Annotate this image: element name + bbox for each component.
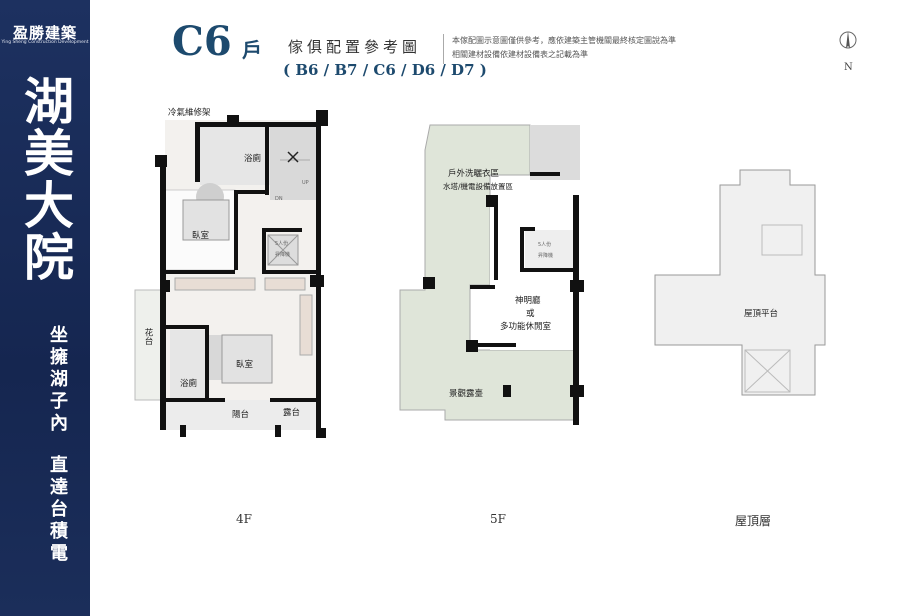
project-name: 湖美大院 (16, 75, 75, 283)
compass-north-label: N (844, 62, 853, 73)
elevator-label-4f: 昇降機 (275, 252, 291, 258)
disclaimer-1: 本傢配圖示意圖僅供參考，應依建築主管機關最終核定圖說為準 (452, 36, 676, 45)
room-label-terrace: 露台 (283, 408, 301, 418)
room-label-laundry: 戶外洗曬衣區 (448, 169, 500, 179)
room-label-bathroom-1: 浴廁 (244, 154, 262, 164)
elevator-label-5f: 昇降機 (538, 253, 554, 259)
unit-title: C6 (172, 18, 232, 65)
room-label-roof-platform: 屋頂平台 (744, 309, 779, 319)
slogan-2: 直達台積電 (47, 455, 68, 565)
plan-roof (654, 169, 826, 396)
floor-label-5f: 5F (490, 512, 506, 526)
page-subtitle: 傢俱配置參考圖 (288, 38, 422, 56)
plan-4f (134, 110, 328, 438)
room-label-equipment: 水塔/機電設備放置區 (443, 182, 514, 191)
elevator-capacity-4f: 5人份 (275, 241, 289, 247)
disclaimer-2: 相關建材設備依建材設備表之記載為準 (452, 50, 588, 59)
unit-suffix: 戶 (242, 38, 262, 62)
room-label-bedroom-1: 臥室 (192, 231, 210, 241)
room-label-bedroom-2: 臥室 (236, 360, 254, 370)
room-label-balcony: 陽台 (232, 410, 250, 420)
floor-label-4f: 4F (236, 512, 252, 526)
slogan-1: 坐擁湖子內 (47, 325, 68, 435)
divider (443, 34, 444, 64)
sidebar-banner: 盈勝建築 Ying Sheng Construction Development… (0, 0, 90, 616)
room-label-leisure: 多功能休閒室 (500, 322, 552, 332)
unit-types: ( B6 / B7 / C6 / D6 / D7 ) (283, 61, 487, 79)
room-label-view-terrace: 景觀露臺 (449, 389, 484, 399)
brand-logo: 盈勝建築 (12, 24, 77, 42)
stair-down-label: DN (275, 196, 283, 202)
stair-up-label: UP (302, 180, 309, 186)
brand-logo-subtitle: Ying Sheng Construction Development (1, 40, 89, 45)
compass-icon (839, 31, 857, 49)
room-label-shrine: 神明廳 (515, 296, 541, 306)
room-label-or: 或 (526, 309, 535, 319)
room-label-bathroom-2: 浴廁 (180, 379, 198, 389)
room-label-ac-rack: 冷氣維修架 (168, 108, 211, 118)
floor-label-roof: 屋頂層 (735, 514, 772, 528)
elevator-capacity-5f: 5人份 (538, 242, 552, 248)
plan-5f (399, 124, 584, 425)
room-label-planter: 花台 (143, 328, 153, 345)
